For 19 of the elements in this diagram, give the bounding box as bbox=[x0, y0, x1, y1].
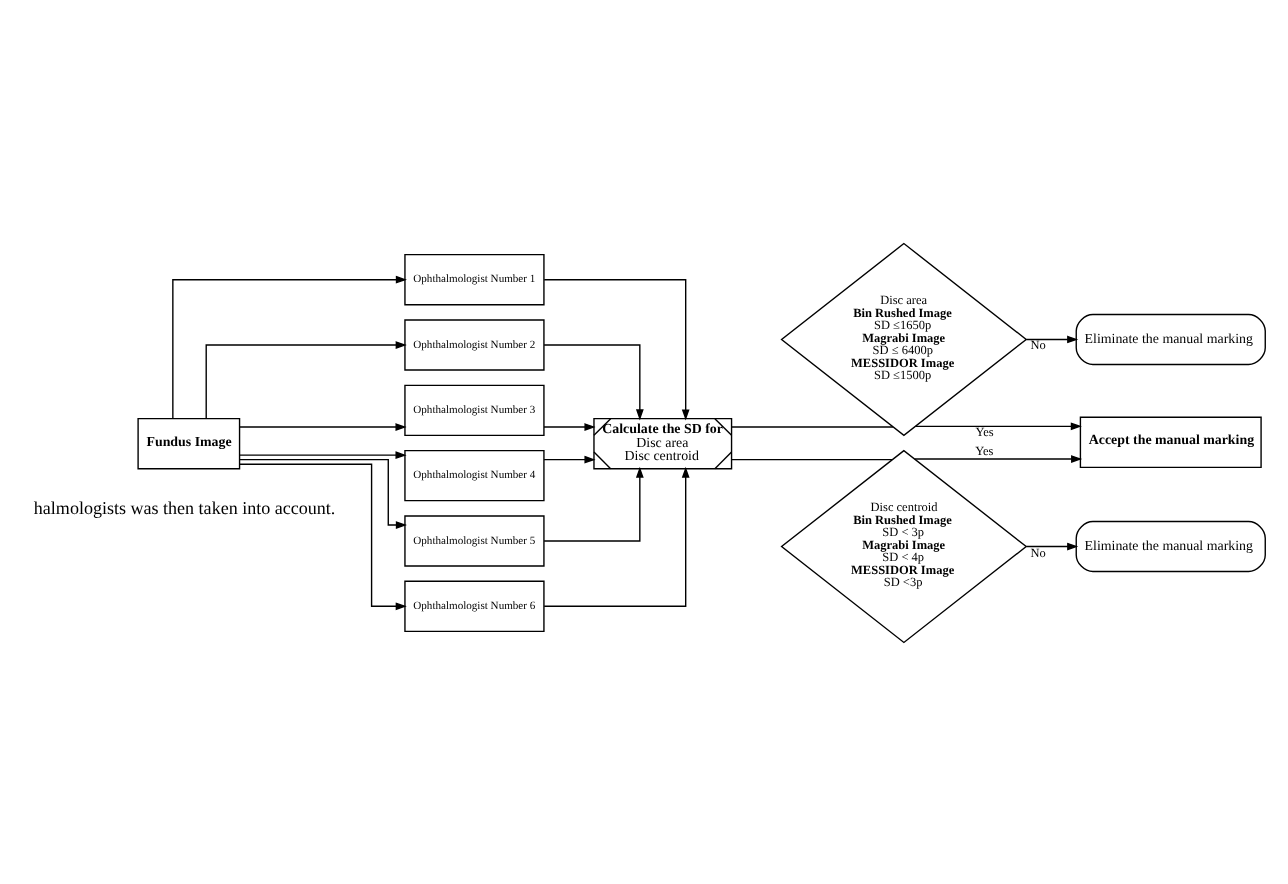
connector bbox=[731, 425, 894, 427]
arrow bbox=[1025, 541, 1079, 550]
arrow bbox=[238, 458, 407, 528]
label: halmologists was then taken into account. bbox=[33, 496, 336, 517]
arrow bbox=[239, 450, 407, 459]
arrow bbox=[172, 274, 407, 419]
arrow bbox=[239, 462, 407, 610]
arrow bbox=[543, 454, 596, 463]
arrow bbox=[239, 422, 407, 430]
arrow bbox=[543, 465, 690, 606]
arrow bbox=[543, 465, 644, 541]
arrow bbox=[543, 278, 690, 420]
arrow bbox=[1025, 334, 1079, 343]
arrow bbox=[915, 421, 1082, 430]
arrow bbox=[914, 454, 1083, 462]
arrow bbox=[205, 340, 407, 418]
arrow bbox=[543, 343, 644, 420]
arrow bbox=[543, 422, 596, 430]
connector bbox=[731, 458, 893, 460]
